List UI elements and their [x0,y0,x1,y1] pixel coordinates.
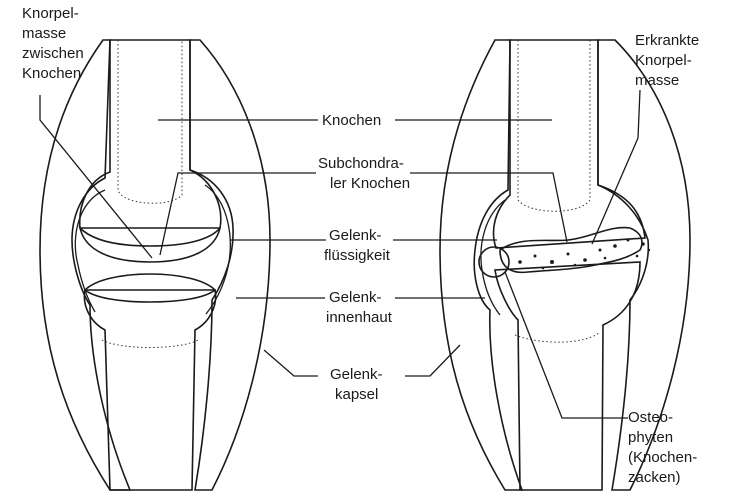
healthy-joint [40,40,270,490]
label-osteophyten: Osteo- phyten (Knochen- zacken) [628,409,701,486]
diseased-tibia [495,262,640,490]
diseased-femur [494,40,645,248]
label-knochen: Knochen [322,112,381,129]
label-knorpelmasse: Knorpel- masse zwischen Knochen [22,5,88,82]
leader-kapsel-left [264,350,318,376]
diseased-tibia-inner [515,332,600,342]
healthy-joint-capsule [40,40,270,490]
healthy-femur [80,40,221,228]
leader-subchondral-left [160,173,316,255]
label-innenhaut: Gelenk- innenhaut [326,289,393,326]
healthy-lower-cartilage [85,274,215,302]
label-erkrankt: Erkrankte Knorpel- masse [635,32,703,89]
leader-erkrankt [592,90,640,244]
healthy-tibia [84,290,215,490]
leader-knorpelmasse [40,95,152,258]
label-kapsel: Gelenk- kapsel [330,366,387,403]
healthy-tibia-inner [102,340,198,348]
label-fluessigkeit: Gelenk- flüssigkeit [324,227,391,264]
healthy-femur-inner [118,40,182,203]
leader-osteophyten [505,272,628,418]
label-subchondral: Subchondra- ler Knochen [318,155,410,192]
diseased-femur-inner [518,40,590,211]
healthy-upper-cartilage [80,228,220,262]
